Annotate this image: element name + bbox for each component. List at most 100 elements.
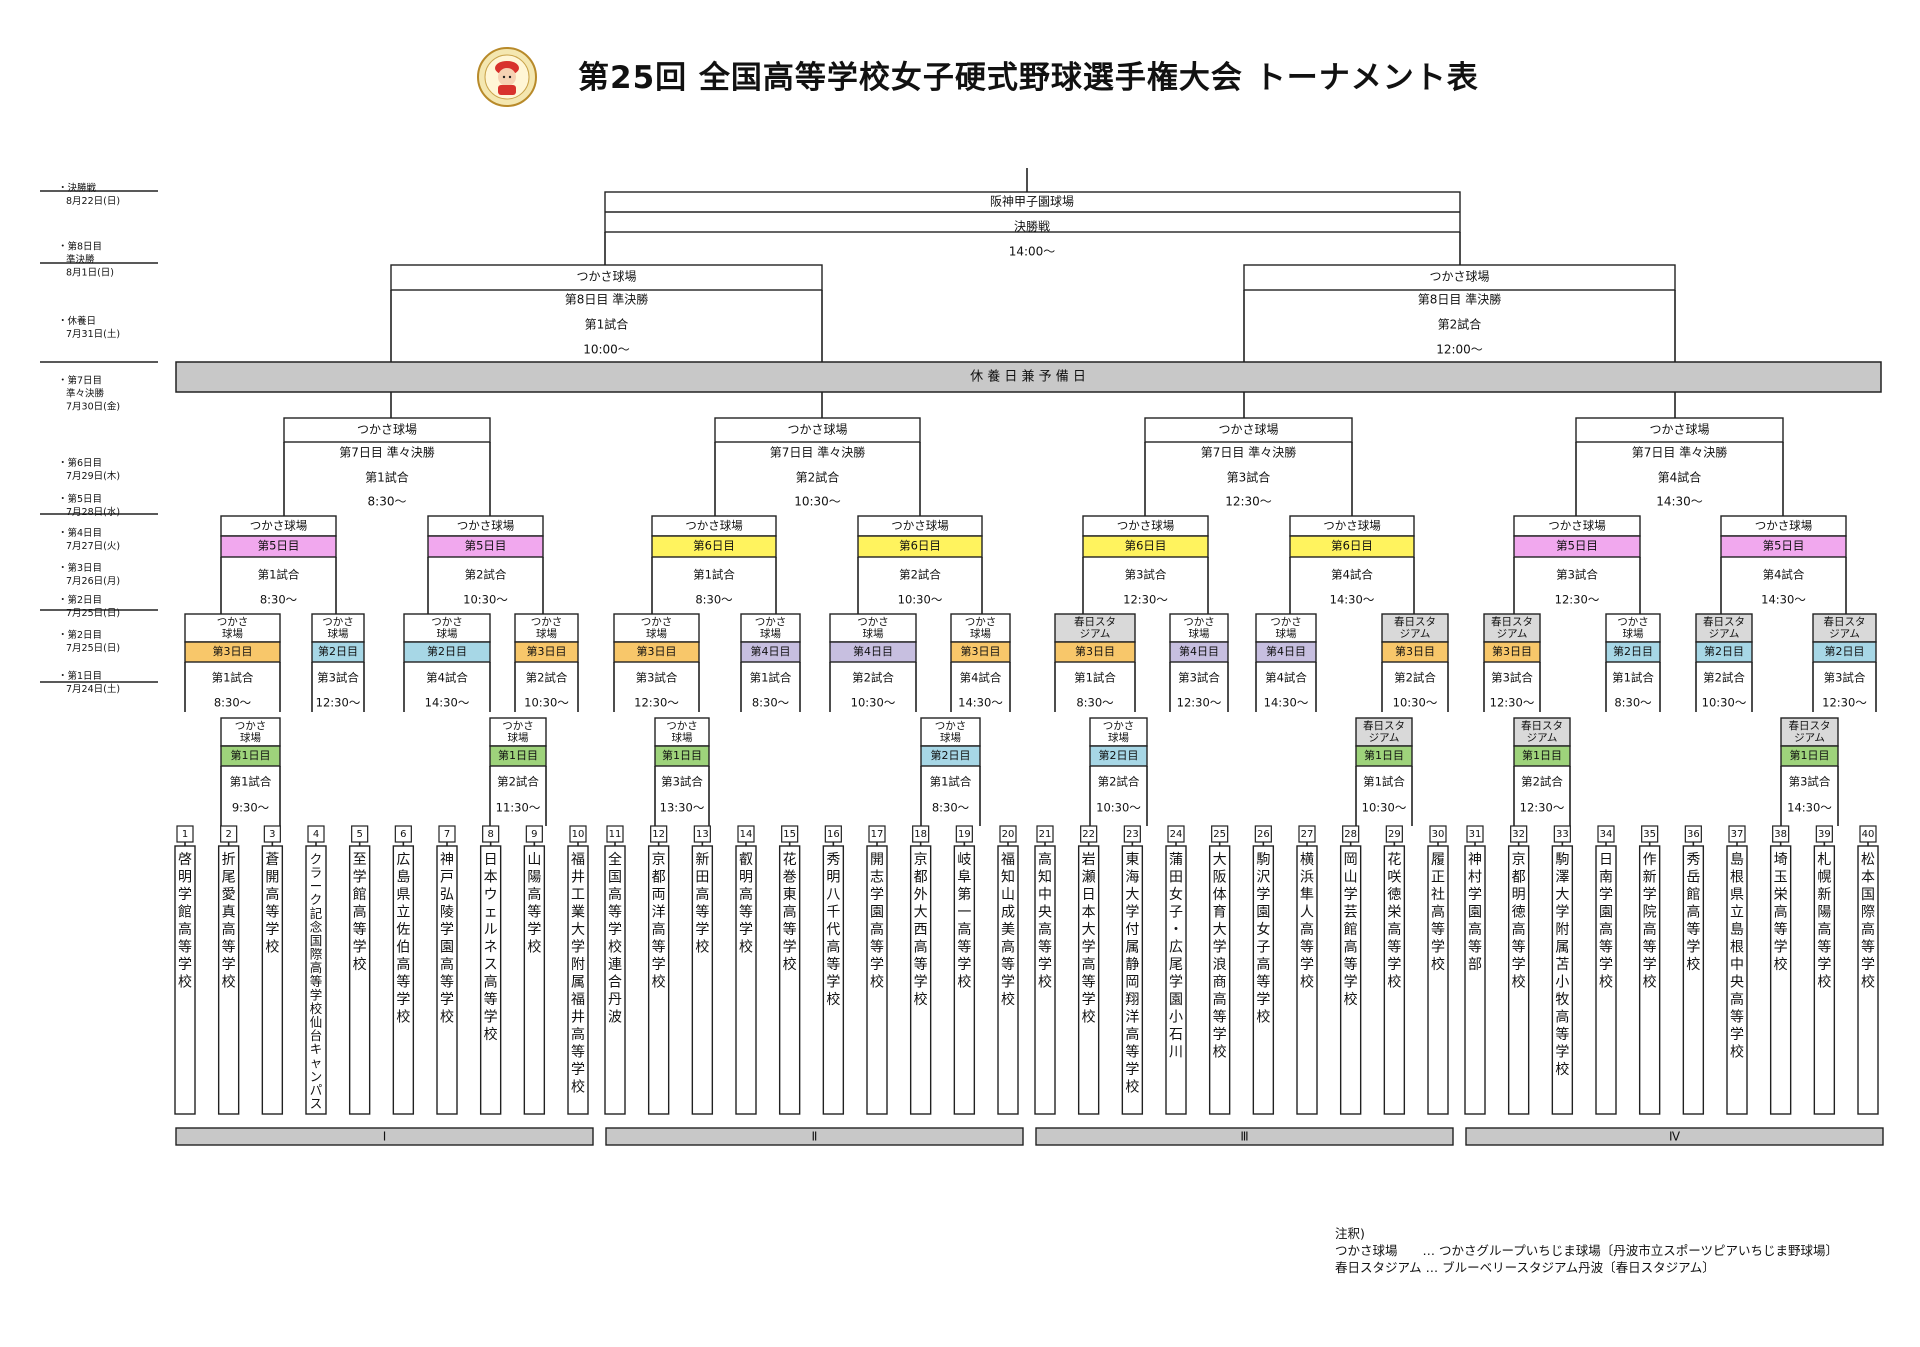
- team-name-char: 明: [739, 870, 753, 886]
- round40-day-box: [489, 745, 547, 767]
- team-number: 28: [1344, 829, 1357, 840]
- team-name-char: 高: [310, 960, 322, 975]
- team-name-char: 人: [1300, 905, 1314, 921]
- round32-day-box: [829, 641, 917, 663]
- team-name-char: 徳: [1387, 887, 1401, 903]
- round32-day: 第4日目: [1266, 644, 1306, 658]
- team-name-box: [1464, 845, 1486, 1115]
- round16-game: 第4試合: [1763, 568, 1805, 582]
- team-name-char: 校: [870, 974, 884, 991]
- team-name-char: 学: [1125, 905, 1139, 921]
- team-name-char: 等: [1387, 939, 1401, 956]
- team-name-char: 高: [353, 904, 367, 921]
- team-name-char: 大: [1555, 887, 1569, 903]
- round32-time: 14:30〜: [958, 696, 1003, 710]
- round32-venue: 球場: [970, 627, 991, 640]
- round32-day-box: [1605, 641, 1661, 663]
- team-name-char: 学: [222, 957, 236, 973]
- round32-venue: つかさ: [322, 616, 354, 628]
- team-name-char: ・: [1169, 922, 1183, 938]
- round-label: ・第7日目: [58, 375, 102, 387]
- round40-time: 10:30〜: [1362, 801, 1407, 815]
- team-name-char: 等: [1256, 974, 1270, 991]
- team-name-char: 京: [914, 852, 928, 868]
- team-name-char: 学: [178, 887, 192, 903]
- round40-time: 12:30〜: [1520, 801, 1565, 815]
- team-name-char: 横: [1300, 852, 1314, 868]
- team-name-char: 高: [957, 921, 971, 938]
- team-name-char: 校: [1431, 956, 1445, 973]
- team-name-char: 学: [957, 957, 971, 973]
- team-name-char: ー: [310, 879, 322, 894]
- team-name-char: 学: [1256, 992, 1270, 1008]
- round40-venue: 春日スタ: [1789, 720, 1831, 732]
- team-name-char: 校: [652, 974, 666, 991]
- round32-day-box: [1483, 641, 1541, 663]
- team-name-char: 中: [1038, 887, 1052, 903]
- team-name-char: ェ: [484, 905, 498, 921]
- team-name-char: 学: [870, 887, 884, 903]
- team-name-char: 高: [1001, 939, 1015, 956]
- team-name-char: 高: [178, 921, 192, 938]
- round40-venue: つかさ: [666, 720, 698, 732]
- team-name-box: [1121, 845, 1144, 1115]
- team-name-char: 学: [1038, 957, 1052, 973]
- round16-time: 14:30〜: [1761, 593, 1806, 607]
- team-name-char: 千: [826, 905, 840, 921]
- team-name-char: 幌: [1817, 870, 1831, 886]
- round16-game: 第1試合: [693, 568, 735, 582]
- round-label: ・第5日目: [58, 493, 102, 505]
- round16-time: 12:30〜: [1123, 593, 1168, 607]
- team-name-char: ラ: [310, 865, 322, 880]
- team-number: 37: [1731, 829, 1744, 840]
- team-name-char: 高: [1555, 1009, 1569, 1026]
- round40-venue: 球場: [240, 731, 261, 744]
- round-label: ・第6日目: [58, 457, 102, 469]
- team-name-char: 立: [396, 905, 410, 921]
- round40-venue: つかさ: [1103, 720, 1135, 732]
- round40-venue-box: [1355, 717, 1413, 747]
- round32-venue-box: [1605, 613, 1661, 643]
- team-name-char: 徳: [1512, 905, 1526, 921]
- team-name-char: 高: [1300, 921, 1314, 938]
- team-name-box: [1296, 845, 1318, 1115]
- team-name-char: 根: [1730, 940, 1744, 956]
- team-name-char: 等: [1468, 939, 1482, 956]
- round32-day-box: [1169, 641, 1229, 663]
- team-name-char: 岐: [957, 852, 971, 868]
- team-name-char: 高: [1125, 1026, 1139, 1043]
- team-name-char: 花: [783, 852, 797, 868]
- team-name-char: 校: [571, 1079, 585, 1096]
- team-number: 32: [1512, 829, 1525, 840]
- round16-day: 第6日目: [1125, 539, 1167, 553]
- team-name-char: 学: [739, 922, 753, 938]
- team-number: 5: [356, 829, 362, 840]
- team-name-char: 日: [484, 852, 498, 868]
- team-name-char: 育: [1213, 905, 1227, 921]
- team-name-char: 学: [652, 957, 666, 973]
- team-name-char: 高: [783, 904, 797, 921]
- team-name-char: 駒: [1555, 852, 1569, 868]
- semifinal-venue: つかさ球場: [1429, 270, 1489, 284]
- team-name-char: 蒼: [265, 852, 279, 868]
- team-name-char: 岡: [1344, 852, 1358, 868]
- round32-venue: 球場: [1276, 627, 1298, 640]
- team-name-char: 岡: [1125, 975, 1139, 991]
- team-name-char: 校: [1300, 974, 1314, 991]
- team-name-char: 学: [1817, 957, 1831, 973]
- round16-venue: つかさ球場: [1755, 519, 1813, 533]
- team-number: 16: [827, 829, 840, 840]
- round32-day-box: [403, 641, 491, 663]
- team-name-char: 等: [957, 939, 971, 956]
- round16-day: 第6日目: [899, 539, 941, 553]
- block-label: Ⅰ: [383, 1130, 387, 1144]
- team-name-char: 高: [914, 939, 928, 956]
- team-name-char: 等: [1817, 939, 1831, 956]
- team-name-char: 学: [440, 992, 454, 1008]
- round32-venue: ジアム: [1709, 628, 1740, 640]
- team-name-char: 館: [353, 886, 367, 903]
- round32-time: 8:30〜: [752, 696, 790, 710]
- round32-game: 第3試合: [317, 671, 359, 685]
- team-name-char: 校: [178, 974, 192, 991]
